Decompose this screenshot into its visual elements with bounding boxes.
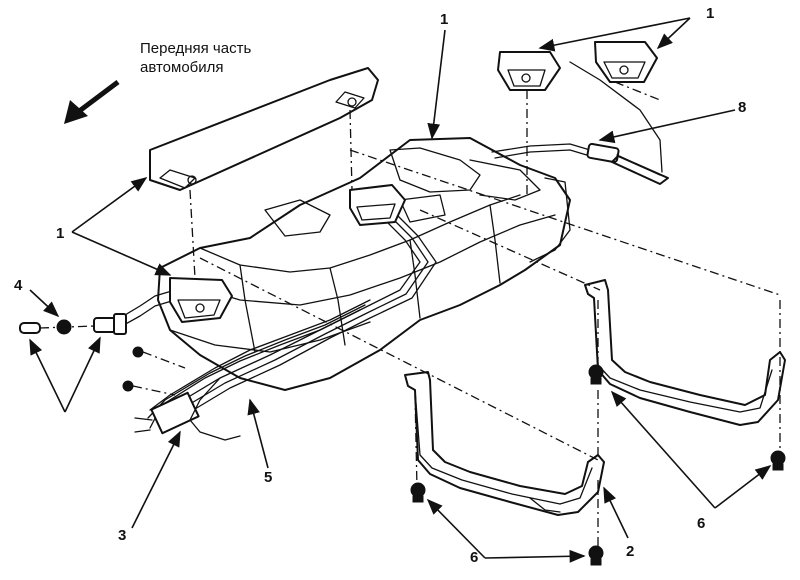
filler-neck <box>93 289 176 335</box>
front-of-vehicle-caption-line2: автомобиля <box>140 59 224 76</box>
fitting-top <box>132 346 144 358</box>
callout-6-bolts-right: 6 <box>697 515 705 532</box>
insulator-pad-top-right-a <box>497 51 561 91</box>
bolt-strap-right-front <box>588 364 604 385</box>
bolt-strap-left-front <box>410 482 426 503</box>
filler-clip <box>19 322 41 334</box>
callout-6-bolts-bottom: 6 <box>470 549 478 566</box>
callout-3-hoses: 3 <box>118 527 126 544</box>
callout-2-strap: 2 <box>626 543 634 560</box>
insulator-pad-center <box>349 184 406 226</box>
insulator-pad-top-right-b <box>594 41 658 83</box>
tank-strap-right <box>584 279 786 426</box>
front-of-vehicle-caption-line1: Передняя часть <box>140 40 251 57</box>
callout-8-harness: 8 <box>738 99 746 116</box>
leader-lines <box>29 17 772 563</box>
callout-1-pad-center-top: 1 <box>440 11 448 28</box>
callout-1-pad-right-top: 1 <box>706 5 714 22</box>
tank-strap-left <box>404 371 605 516</box>
alignment-lines <box>189 81 781 550</box>
bolt-strap-right-rear <box>770 450 786 471</box>
front-direction-arrow-icon <box>64 80 120 124</box>
callout-4-cap: 4 <box>14 277 23 294</box>
insulator-pad-long <box>149 67 379 191</box>
bolt-strap-left-rear <box>588 545 604 566</box>
fuel-tank <box>157 137 571 391</box>
fuel-lines <box>134 209 437 441</box>
wiring-harness <box>491 61 669 185</box>
fitting-bottom <box>122 380 134 392</box>
callout-1-pad-left: 1 <box>56 225 64 242</box>
callout-5-lines: 5 <box>264 469 272 486</box>
insulator-pad-left <box>169 277 233 323</box>
